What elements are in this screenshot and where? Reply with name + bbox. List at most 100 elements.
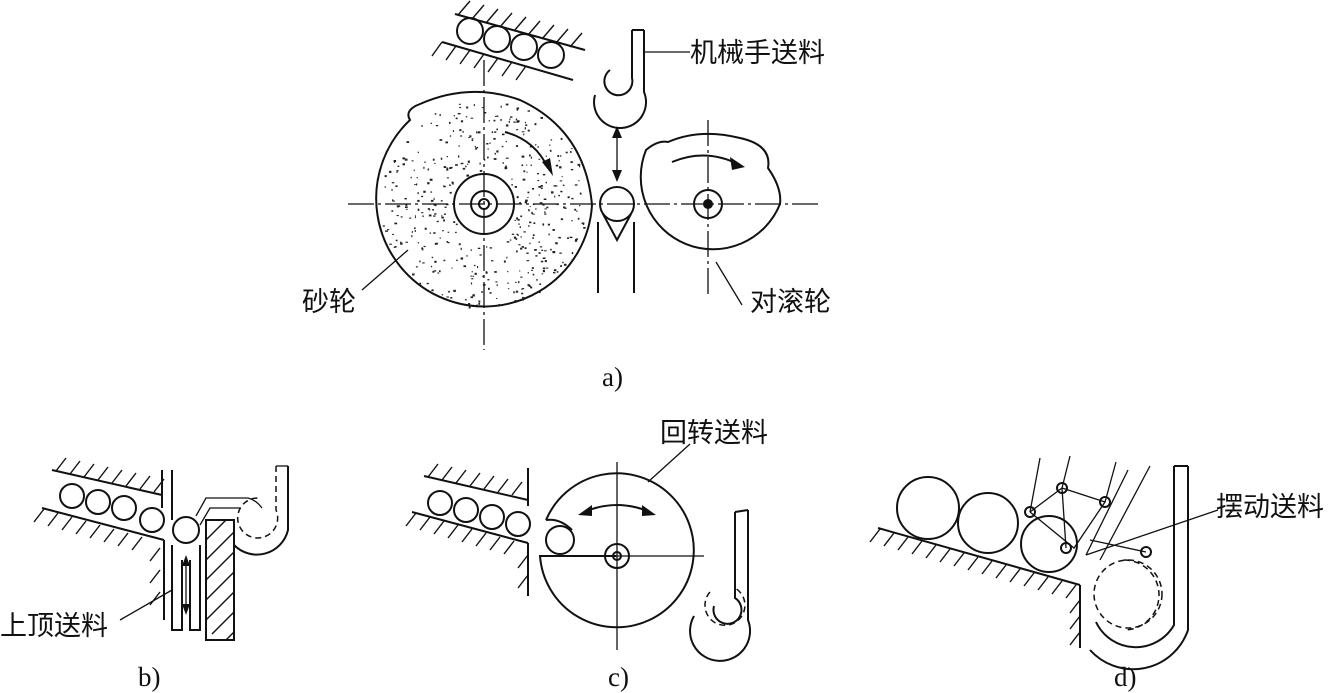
workpiece-ball — [537, 41, 565, 69]
abrasive-grain — [545, 267, 549, 269]
abrasive-grain — [455, 164, 458, 166]
abrasive-grain — [416, 177, 418, 179]
abrasive-grain — [500, 105, 502, 108]
abrasive-grain — [423, 166, 425, 169]
abrasive-grain — [434, 270, 437, 272]
abrasive-grain — [466, 174, 470, 177]
abrasive-grain — [488, 120, 490, 122]
abrasive-grain — [414, 229, 416, 232]
abrasive-grain — [441, 216, 444, 219]
abrasive-grain — [496, 150, 499, 153]
abrasive-grain — [458, 155, 460, 158]
abrasive-grain — [521, 246, 524, 248]
abrasive-grain — [544, 250, 547, 252]
abrasive-grain — [473, 264, 476, 267]
abrasive-grain — [477, 131, 481, 134]
abrasive-grain — [560, 137, 563, 140]
abrasive-grain — [493, 119, 496, 122]
abrasive-grain — [550, 248, 552, 251]
abrasive-grain — [443, 219, 445, 222]
abrasive-grain — [550, 139, 553, 141]
label-grinding-wheel: 砂轮 — [302, 287, 356, 318]
abrasive-grain — [578, 180, 580, 182]
abrasive-grain — [570, 151, 572, 153]
abrasive-grain — [511, 184, 513, 186]
abrasive-grain — [396, 170, 399, 172]
abrasive-grain — [389, 243, 392, 245]
abrasive-grain — [442, 230, 444, 232]
abrasive-grain — [487, 279, 490, 281]
abrasive-grain — [439, 139, 443, 141]
abrasive-grain — [415, 215, 416, 217]
abrasive-grain — [433, 232, 436, 234]
abrasive-grain — [449, 135, 452, 137]
abrasive-grain — [498, 304, 500, 306]
abrasive-grain — [554, 195, 556, 198]
abrasive-grain — [444, 213, 446, 215]
abrasive-grain — [460, 162, 464, 165]
abrasive-grain — [542, 257, 546, 259]
abrasive-grain — [423, 245, 426, 248]
abrasive-grain — [520, 276, 523, 278]
abrasive-grain — [414, 227, 416, 229]
abrasive-grain — [545, 181, 547, 184]
abrasive-grain — [452, 182, 454, 185]
abrasive-grain — [434, 162, 436, 165]
abrasive-grain — [539, 246, 543, 248]
abrasive-grain — [449, 184, 451, 186]
abrasive-grain — [443, 185, 445, 187]
abrasive-grain — [533, 222, 536, 224]
abrasive-grain — [518, 223, 520, 225]
abrasive-grain — [404, 198, 407, 200]
abrasive-grain — [575, 238, 578, 240]
abrasive-grain — [519, 226, 521, 228]
abrasive-grain — [526, 252, 529, 254]
abrasive-grain — [449, 191, 452, 194]
abrasive-grain — [511, 178, 513, 180]
abrasive-grain — [570, 161, 573, 163]
abrasive-grain — [487, 148, 489, 150]
abrasive-grain — [405, 204, 408, 206]
abrasive-grain — [393, 200, 395, 202]
abrasive-grain — [511, 233, 515, 235]
panel-a: 机械手送料 砂轮 对滚轮 a) — [302, 0, 831, 392]
abrasive-grain — [544, 211, 546, 213]
abrasive-grain — [416, 183, 418, 186]
abrasive-grain — [482, 275, 484, 278]
abrasive-grain — [459, 107, 462, 109]
abrasive-grain — [432, 209, 434, 211]
abrasive-grain — [529, 221, 532, 224]
abrasive-grain — [488, 287, 490, 290]
abrasive-grain — [563, 263, 567, 266]
abrasive-grain — [558, 236, 561, 239]
abrasive-grain — [500, 119, 502, 121]
abrasive-grain — [451, 181, 454, 184]
abrasive-grain — [493, 138, 496, 140]
abrasive-grain — [476, 304, 478, 306]
abrasive-grain — [515, 290, 519, 293]
abrasive-grain — [458, 103, 461, 105]
abrasive-grain — [430, 191, 433, 193]
abrasive-grain — [466, 106, 469, 109]
abrasive-grain — [539, 202, 543, 204]
abrasive-grain — [494, 271, 497, 273]
abrasive-grain — [389, 170, 392, 173]
abrasive-grain — [531, 267, 534, 269]
abrasive-grain — [525, 199, 528, 202]
abrasive-grain — [470, 296, 473, 299]
abrasive-grain — [576, 210, 578, 212]
abrasive-grain — [449, 121, 451, 124]
abrasive-grain — [538, 252, 541, 254]
abrasive-grain — [515, 118, 518, 121]
abrasive-grain — [472, 294, 475, 297]
abrasive-grain — [523, 170, 526, 173]
abrasive-grain — [560, 190, 563, 193]
abrasive-grain — [531, 269, 534, 271]
abrasive-grain — [503, 260, 506, 263]
abrasive-grain — [569, 236, 573, 239]
abrasive-grain — [542, 173, 546, 176]
abrasive-grain — [523, 231, 526, 233]
abrasive-grain — [519, 202, 521, 204]
abrasive-grain — [518, 281, 520, 284]
abrasive-grain — [424, 227, 427, 230]
